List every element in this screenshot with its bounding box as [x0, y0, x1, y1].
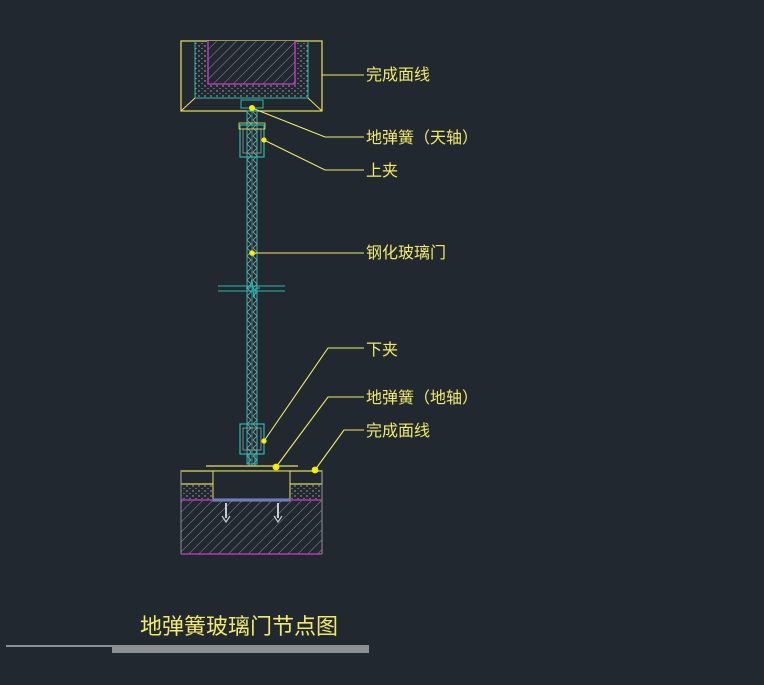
- label-finish-line-bottom: 完成面线: [366, 421, 430, 440]
- dot-finish-line-bottom: [311, 466, 319, 474]
- glass-door: [218, 106, 285, 467]
- anchor-bolt-right: [273, 503, 283, 524]
- dot-glass-door: [249, 250, 255, 256]
- ceiling-concrete-hatch: [208, 41, 295, 84]
- label-top-clamp: 上夹: [366, 161, 398, 180]
- dot-top-pivot: [249, 105, 255, 111]
- label-tempered-glass-door: 钢化玻璃门: [366, 243, 446, 262]
- label-bottom-clamp: 下夹: [366, 340, 398, 359]
- title-underline: [6, 645, 369, 653]
- floor-concrete-hatch: [181, 501, 322, 554]
- leader-finish-line-bottom: [314, 429, 364, 471]
- floor-spring-box: [212, 470, 291, 500]
- leader-top-pivot: [251, 107, 364, 138]
- leader-bottom-clamp: [263, 347, 364, 442]
- break-line-symbol: [218, 278, 285, 299]
- ceiling-membrane-line: [207, 41, 296, 85]
- dot-bottom-clamp: [261, 438, 267, 444]
- ceiling-section: [180, 40, 323, 112]
- label-floor-spring-top-pivot: 地弹簧（天轴）: [366, 128, 478, 147]
- anchor-bolt-left: [221, 503, 231, 524]
- leader-floor-pivot: [275, 396, 364, 468]
- dot-floor-pivot: [272, 463, 280, 471]
- label-finish-line-top: 完成面线: [366, 65, 430, 84]
- floor-section: [180, 465, 323, 555]
- leader-dots: [249, 105, 319, 474]
- leader-top-clamp: [263, 139, 364, 171]
- label-floor-spring-floor-pivot: 地弹簧（地轴）: [366, 388, 478, 407]
- dot-top-clamp: [261, 137, 267, 143]
- leader-lines: [251, 74, 364, 471]
- drawing-title: 地弹簧玻璃门节点图: [140, 615, 338, 640]
